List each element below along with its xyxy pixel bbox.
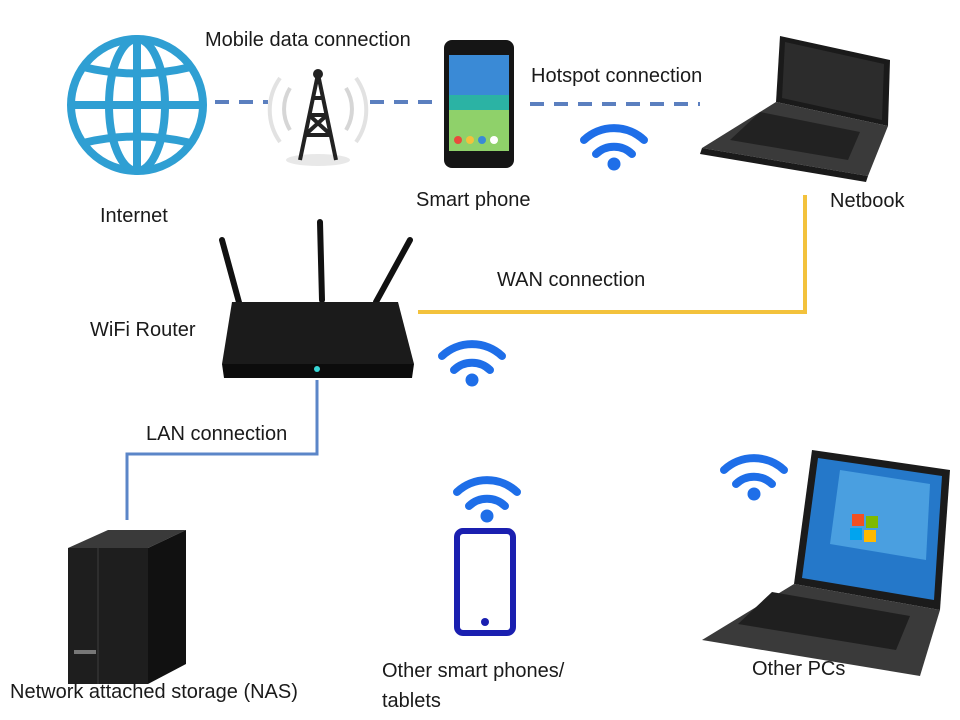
wan-link [418, 195, 807, 314]
wan-connection-label: WAN connection [497, 269, 646, 291]
wifi-icon [438, 340, 506, 387]
lan-connection-label: LAN connection [146, 423, 288, 445]
router-label: WiFi Router [90, 319, 196, 341]
nas-icon [68, 530, 186, 684]
other-phones-label-line2: tablets [382, 690, 441, 712]
cell-tower-icon [267, 69, 369, 166]
router-icon [219, 219, 414, 378]
netbook-label: Netbook [830, 190, 905, 212]
laptop-icon [702, 450, 950, 676]
tablet-icon [454, 528, 516, 636]
internet-label: Internet [100, 205, 168, 227]
other-pcs-label: Other PCs [752, 658, 846, 680]
hotspot-connection-label: Hotspot connection [531, 65, 703, 87]
smartphone-label: Smart phone [416, 189, 531, 211]
smartphone-icon [444, 40, 514, 168]
nas-label: Network attached storage (NAS) [10, 681, 298, 703]
lan-link [125, 380, 319, 520]
wifi-icon [580, 124, 648, 171]
other-phones-label: Other smart phones/ tablets [382, 656, 602, 716]
other-phones-label-line1: Other smart phones/ [382, 660, 565, 682]
wifi-icon [453, 476, 521, 523]
mobile-data-connection-label: Mobile data connection [205, 29, 411, 51]
wifi-icon [720, 454, 788, 501]
globe-icon [67, 35, 207, 175]
netbook-icon [700, 36, 890, 182]
